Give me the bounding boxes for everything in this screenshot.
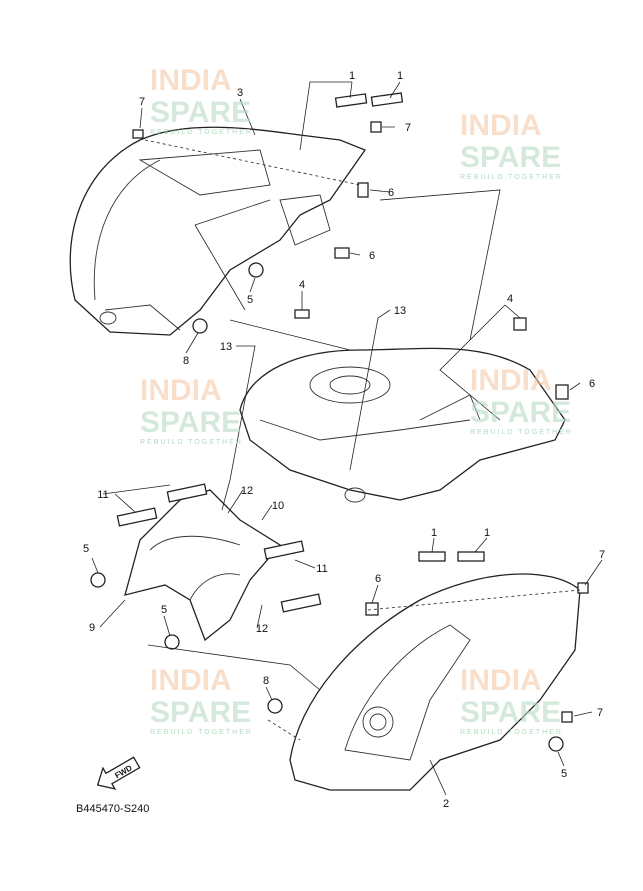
callout: 4	[507, 293, 513, 305]
callout: 6	[589, 378, 595, 390]
callout: 5	[247, 294, 253, 306]
part-2-side-cover-right[interactable]	[289, 573, 581, 791]
callout: 3	[237, 87, 243, 99]
callout: 11	[97, 489, 108, 501]
svg-text:SPARE: SPARE	[150, 96, 251, 129]
callout: 11	[316, 563, 327, 575]
callout: 4	[299, 279, 305, 291]
svg-text:SPARE: SPARE	[150, 696, 251, 729]
svg-text:INDIA: INDIA	[140, 374, 222, 407]
svg-text:REBUILD TOGETHER: REBUILD TOGETHER	[140, 439, 243, 446]
callout: 7	[597, 707, 603, 719]
callout: 9	[89, 622, 95, 634]
callout: 6	[388, 187, 394, 199]
leader-lines	[91, 81, 603, 796]
svg-text:REBUILD TOGETHER: REBUILD TOGETHER	[460, 174, 563, 181]
callout: 1	[484, 527, 490, 539]
callout: 1	[349, 70, 355, 82]
part-9-side-cover-left[interactable]	[124, 489, 281, 642]
callout: 1	[397, 70, 403, 82]
callout: 8	[263, 675, 269, 687]
callout: 13	[220, 341, 232, 353]
callout: 5	[561, 768, 567, 780]
callout: 12	[256, 623, 268, 635]
callout: 6	[369, 250, 375, 262]
callout: 5	[83, 543, 89, 555]
fwd-arrow-icon: FWD	[96, 756, 141, 790]
callout: 12	[241, 485, 253, 497]
callout: 6	[375, 573, 381, 585]
fuel-tank[interactable]	[239, 347, 566, 503]
svg-text:INDIA: INDIA	[150, 664, 232, 697]
callout: 7	[139, 96, 145, 108]
svg-text:INDIA: INDIA	[460, 109, 542, 142]
callout: 7	[405, 122, 411, 134]
svg-text:SPARE: SPARE	[460, 141, 561, 174]
callout: 10	[272, 500, 284, 512]
drawing-code: B445470-S240	[76, 803, 150, 815]
svg-text:SPARE: SPARE	[140, 406, 241, 439]
callout: 2	[443, 798, 449, 810]
part-3-cowl[interactable]	[69, 126, 367, 336]
callout: 5	[161, 604, 167, 616]
callout: 13	[394, 305, 406, 317]
callout: 1	[431, 527, 437, 539]
callout: 7	[599, 549, 605, 561]
callout: 8	[183, 355, 189, 367]
hardware	[90, 92, 589, 752]
svg-text:REBUILD TOGETHER: REBUILD TOGETHER	[150, 729, 253, 736]
svg-text:INDIA: INDIA	[150, 64, 232, 97]
callout-labels: 1 1 7 3 7 6 6 5 4 13 4 8 13 6 11 12 10 5…	[83, 70, 605, 810]
